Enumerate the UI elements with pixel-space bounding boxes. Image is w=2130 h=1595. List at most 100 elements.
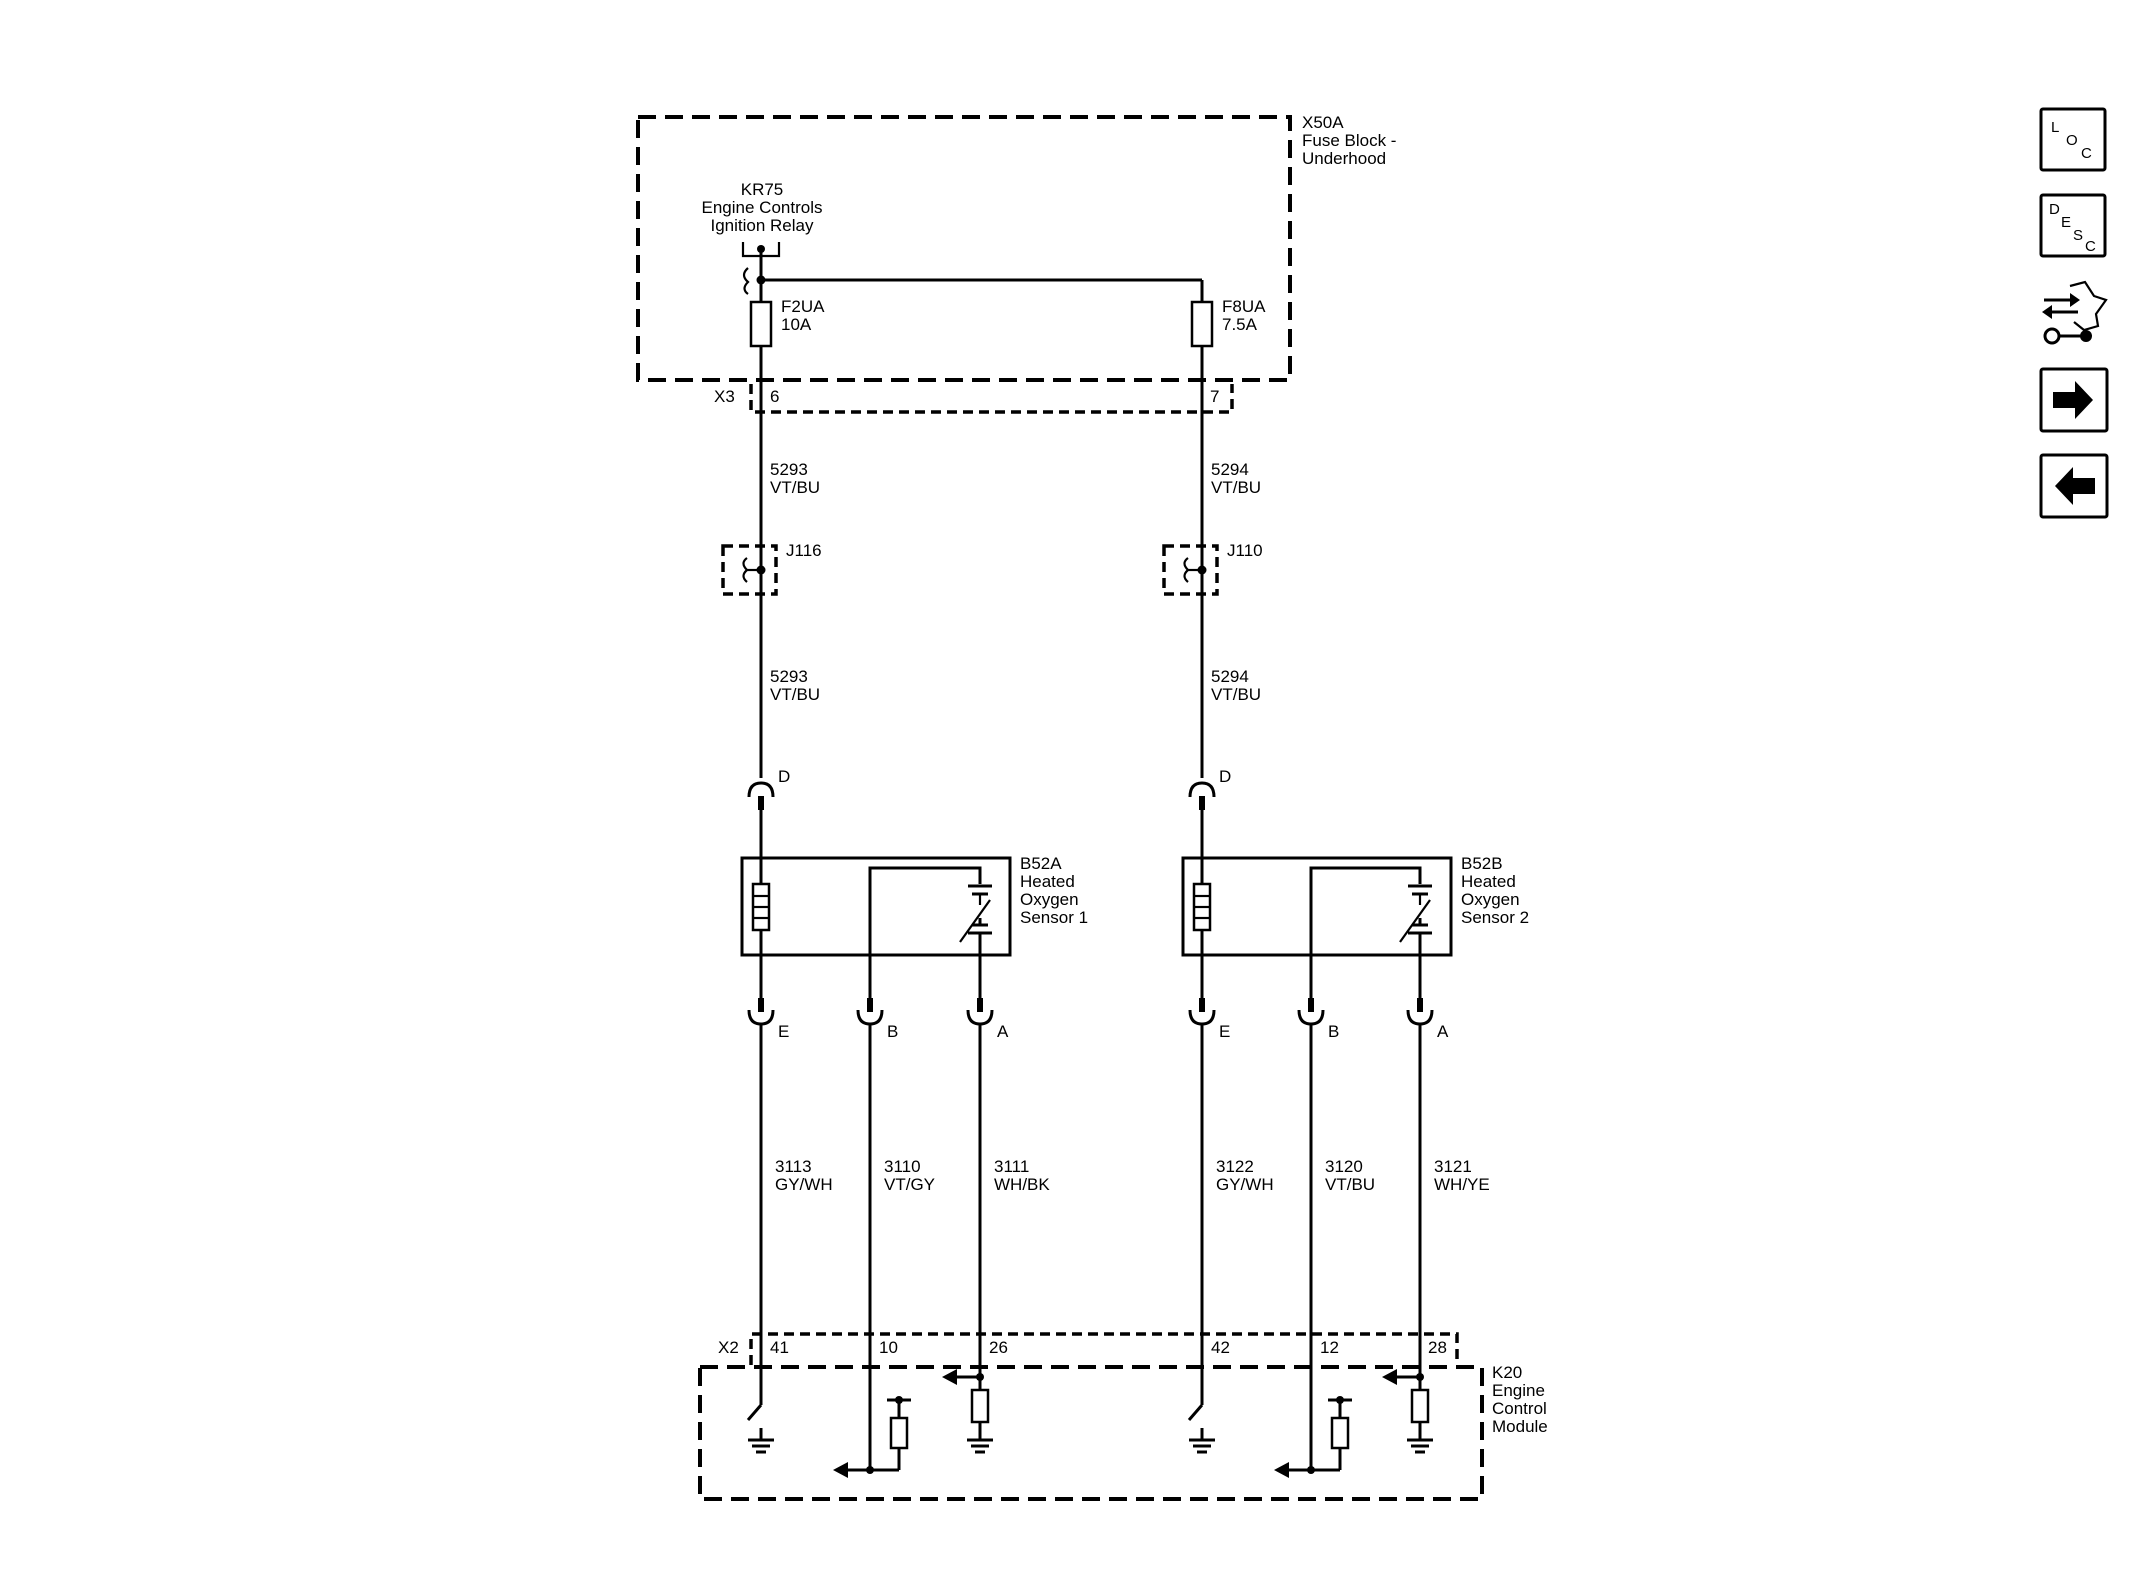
- nav-next-button[interactable]: [2039, 367, 2109, 433]
- switch-icon: [1187, 1404, 1204, 1421]
- connector-d-sensor2: D: [1188, 767, 1231, 810]
- ground-icon: [1407, 1438, 1433, 1454]
- signal-circuit-sensor1: [942, 1369, 993, 1454]
- wire-circuit: 3113: [775, 1157, 812, 1176]
- ecm-outline: [698, 1365, 1484, 1501]
- ground-icon: [1189, 1438, 1215, 1454]
- ecm-name-line1: Engine: [1492, 1381, 1545, 1400]
- wire-color: GY/WH: [1216, 1175, 1274, 1194]
- fuse-symbol: [1190, 300, 1214, 348]
- ground-switch-sensor2: [1187, 1404, 1215, 1454]
- splice-j110: J110: [1162, 541, 1263, 596]
- relay-wire-break-icon: [742, 267, 750, 295]
- ground-icon: [967, 1438, 993, 1454]
- fuse-f8ua: F8UA 7.5A: [1190, 297, 1266, 348]
- wire-color: VT/BU: [770, 478, 820, 497]
- connector-pin: 42: [1211, 1338, 1230, 1357]
- wire-color: VT/BU: [1211, 685, 1261, 704]
- connector-cup-symbol: [747, 781, 775, 798]
- connector-d-sensor1: D: [747, 767, 790, 810]
- connector-pin: E: [1219, 1022, 1230, 1041]
- fuse-block-outline: [636, 115, 1292, 382]
- sensor-id: B52B: [1461, 854, 1503, 873]
- ecm-name-line3: Module: [1492, 1417, 1548, 1436]
- connector-pin: 6: [770, 387, 779, 406]
- reference-circuit-sensor1: [833, 1396, 911, 1478]
- ground-icon: [748, 1438, 774, 1454]
- connector-cup-symbol: [1406, 1009, 1434, 1026]
- connector-pin: B: [887, 1022, 898, 1041]
- resistor-icon: [1330, 1416, 1350, 1450]
- sensor-name-line3: Sensor 2: [1461, 908, 1529, 927]
- connector-pin: D: [778, 767, 790, 786]
- nav-previous-button[interactable]: [2039, 453, 2109, 519]
- wire-color: WH/YE: [1434, 1175, 1490, 1194]
- sensor-name-line2: Oxygen: [1461, 890, 1520, 909]
- connector-pin: E: [778, 1022, 789, 1041]
- connector-cup-symbol: [856, 1009, 884, 1026]
- splice-id: J116: [786, 541, 822, 560]
- connector-x2-outline: [749, 1332, 1459, 1365]
- arrow-left-icon: [2055, 467, 2095, 505]
- wire-circuit: 3121: [1434, 1157, 1472, 1176]
- splice-outline: [1162, 544, 1219, 596]
- connector-x3: X3 6 7: [714, 384, 1234, 414]
- wire-color: WH/BK: [994, 1175, 1050, 1194]
- svg-text:O: O: [2066, 132, 2078, 149]
- connector-pin: D: [1219, 767, 1231, 786]
- fuse-block-name-line2: Underhood: [1302, 149, 1386, 168]
- nav-connector-repair-button[interactable]: [2038, 278, 2108, 346]
- ecm-k20: K20 Engine Control Module: [698, 1363, 1548, 1501]
- wire-circuit: 5294: [1211, 460, 1249, 479]
- splice-j116: J116: [721, 541, 822, 596]
- relay-name-line1: Engine Controls: [702, 198, 823, 217]
- fuse-block-x50a: X50A Fuse Block - Underhood: [636, 113, 1396, 382]
- splice-outline: [721, 544, 778, 596]
- nav-description-button[interactable]: D E S C: [2039, 193, 2107, 258]
- fuse-id: F2UA: [781, 297, 825, 316]
- wire-color: VT/BU: [1325, 1175, 1375, 1194]
- connector-pin: 7: [1210, 387, 1219, 406]
- connector-pin: A: [997, 1022, 1009, 1041]
- connector-pin: 12: [1320, 1338, 1339, 1357]
- nav-location-button[interactable]: L O C: [2039, 107, 2107, 172]
- wire-circuit: 5294: [1211, 667, 1249, 686]
- relay-kr75: KR75 Engine Controls Ignition Relay: [702, 180, 823, 295]
- wire-circuit: 3122: [1216, 1157, 1254, 1176]
- wire-color: GY/WH: [775, 1175, 833, 1194]
- wire-circuit: 3120: [1325, 1157, 1363, 1176]
- connector-id: X2: [718, 1338, 739, 1357]
- description-icon: D: [2049, 201, 2060, 218]
- svg-text:E: E: [2061, 214, 2071, 231]
- location-icon: L: [2051, 119, 2059, 136]
- connector-pin: 28: [1428, 1338, 1447, 1357]
- sensor-name-line2: Oxygen: [1020, 890, 1079, 909]
- arrow-left-icon: [1382, 1369, 1397, 1385]
- sensor-box: [1181, 856, 1453, 957]
- connector-pin: 10: [879, 1338, 898, 1357]
- connector-x3-outline: [749, 384, 1234, 414]
- ecm-id: K20: [1492, 1363, 1522, 1382]
- connector-cup-symbol: [966, 1009, 994, 1026]
- connector-id: X3: [714, 387, 735, 406]
- wire-circuit: 5293: [770, 667, 808, 686]
- connector-x2: X2 41 10 26 42 12 28: [718, 1332, 1459, 1365]
- connector-pin: 41: [770, 1338, 789, 1357]
- fuse-rating: 10A: [781, 315, 812, 334]
- wire-color: VT/BU: [770, 685, 820, 704]
- sensor-b52b: B52B Heated Oxygen Sensor 2: [1181, 854, 1529, 957]
- sensor-name-line1: Heated: [1020, 872, 1075, 891]
- wire-circuit: 3111: [994, 1157, 1029, 1176]
- sensor-box: [740, 856, 1012, 957]
- sensor-name-line3: Sensor 1: [1020, 908, 1088, 927]
- fuse-block-name-line1: Fuse Block -: [1302, 131, 1396, 150]
- arrow-left-icon: [833, 1462, 848, 1478]
- wire-circuit: 5293: [770, 460, 808, 479]
- relay-id: KR75: [741, 180, 784, 199]
- sensor-b52a: B52A Heated Oxygen Sensor 1: [740, 854, 1088, 957]
- switch-icon: [746, 1404, 763, 1421]
- ecm-name-line2: Control: [1492, 1399, 1547, 1418]
- sensor-id: B52A: [1020, 854, 1062, 873]
- connector-cup-symbol: [1188, 1009, 1216, 1026]
